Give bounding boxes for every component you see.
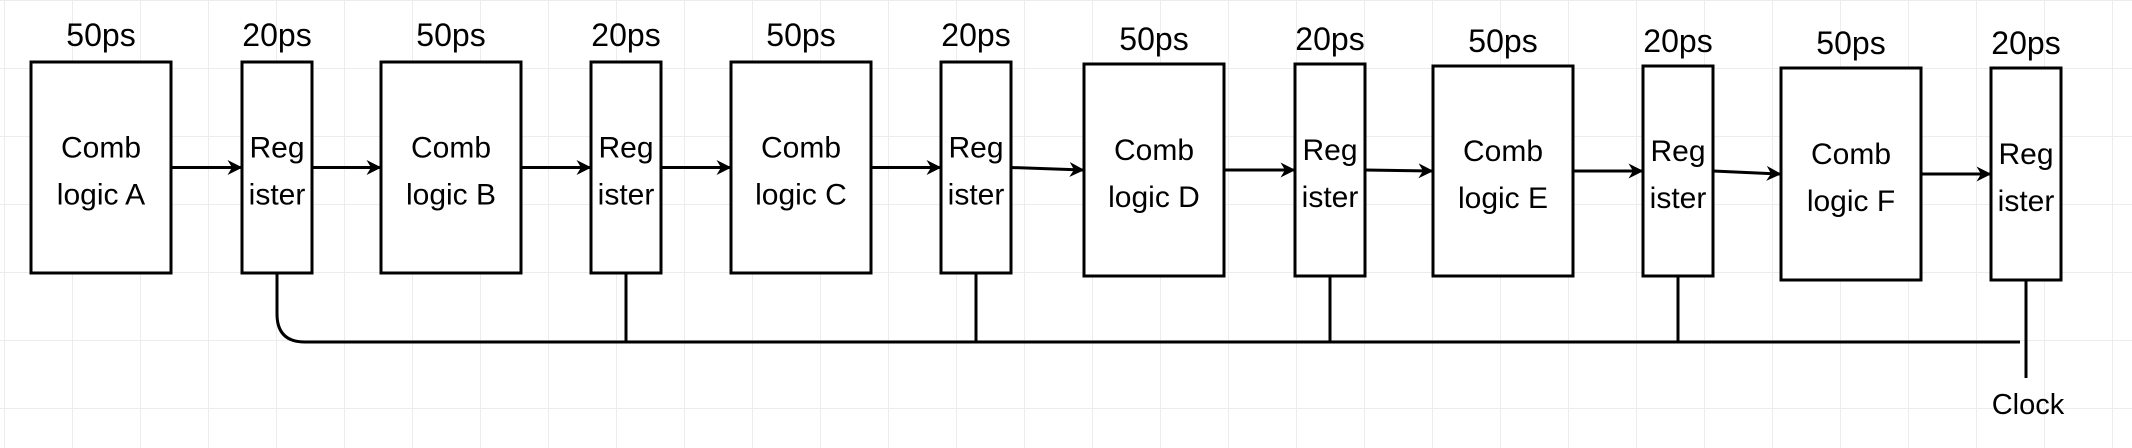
- register-4-box: [1293, 62, 1367, 278]
- register-1-label-line2: ister: [249, 179, 306, 212]
- register-4-label-line1: Reg: [1302, 134, 1357, 167]
- comb-logic-a-label-line2: logic A: [57, 179, 145, 212]
- comb-logic-e-label-line2: logic E: [1458, 182, 1548, 215]
- comb-logic-a-label-line1: Comb: [61, 132, 141, 165]
- register-3-label-line1: Reg: [948, 132, 1003, 165]
- register-6-delay: 20ps: [1991, 25, 2060, 61]
- comb-logic-d: Comb logic D 50ps: [1082, 21, 1226, 278]
- register-6: Reg ister 20ps: [1989, 25, 2063, 282]
- comb-logic-f-label-line1: Comb: [1811, 138, 1891, 171]
- comb-logic-b-label-line1: Comb: [411, 132, 491, 165]
- register-3: Reg ister 20ps: [939, 17, 1013, 275]
- comb-logic-f-box: [1779, 66, 1923, 282]
- arrow-register-5-to-logic-f: [1712, 165, 1782, 181]
- register-4-delay: 20ps: [1295, 21, 1364, 57]
- comb-logic-b: Comb logic B 50ps: [379, 17, 523, 275]
- register-3-box: [939, 60, 1013, 275]
- comb-logic-e-delay: 50ps: [1468, 23, 1537, 59]
- clock-tap-register-1: [275, 273, 306, 344]
- comb-logic-e-label-line1: Comb: [1463, 135, 1543, 168]
- register-1: Reg ister 20ps: [240, 17, 314, 275]
- comb-logic-e-box: [1431, 64, 1575, 278]
- comb-logic-b-box: [379, 60, 523, 275]
- register-3-label-line2: ister: [948, 179, 1005, 212]
- register-6-box: [1989, 66, 2063, 282]
- comb-logic-b-delay: 50ps: [416, 17, 485, 53]
- comb-logic-c-box: [729, 60, 873, 275]
- comb-logic-f: Comb logic F 50ps: [1779, 25, 1923, 282]
- comb-logic-a-delay: 50ps: [66, 17, 135, 53]
- register-4: Reg ister 20ps: [1293, 21, 1367, 278]
- register-6-label-line2: ister: [1998, 185, 2055, 218]
- register-2-box: [589, 60, 663, 275]
- comb-logic-e: Comb logic E 50ps: [1431, 23, 1575, 278]
- register-2-label-line2: ister: [598, 179, 655, 212]
- register-2: Reg ister 20ps: [589, 17, 663, 275]
- register-5-delay: 20ps: [1643, 23, 1712, 59]
- comb-logic-a: Comb logic A 50ps: [29, 17, 173, 275]
- comb-logic-c-label-line2: logic C: [755, 179, 847, 212]
- register-2-delay: 20ps: [591, 17, 660, 53]
- comb-logic-f-label-line2: logic F: [1807, 185, 1895, 218]
- register-5-label-line1: Reg: [1650, 135, 1705, 168]
- arrow-register-4-to-logic-e: [1364, 163, 1434, 179]
- comb-logic-d-label-line2: logic D: [1108, 181, 1200, 214]
- comb-logic-d-delay: 50ps: [1119, 21, 1188, 57]
- comb-logic-f-delay: 50ps: [1816, 25, 1885, 61]
- register-6-label-line1: Reg: [1998, 138, 2053, 171]
- comb-logic-c-label-line1: Comb: [761, 132, 841, 165]
- register-1-box: [240, 60, 314, 275]
- clock-label: Clock: [1992, 389, 2065, 421]
- register-5-label-line2: ister: [1650, 182, 1707, 215]
- wires-layer: [171, 160, 2028, 378]
- register-3-delay: 20ps: [941, 17, 1010, 53]
- comb-logic-c-delay: 50ps: [766, 17, 835, 53]
- comb-logic-d-label-line1: Comb: [1114, 134, 1194, 167]
- comb-logic-b-label-line2: logic B: [406, 179, 496, 212]
- register-5-box: [1641, 64, 1715, 278]
- register-2-label-line1: Reg: [598, 132, 653, 165]
- comb-logic-d-box: [1082, 62, 1226, 278]
- register-1-delay: 20ps: [242, 17, 311, 53]
- arrow-register-3-to-logic-d: [1010, 162, 1085, 178]
- comb-logic-c: Comb logic C 50ps: [729, 17, 873, 275]
- comb-logic-a-box: [29, 60, 173, 275]
- register-4-label-line2: ister: [1302, 181, 1359, 214]
- register-1-label-line1: Reg: [249, 132, 304, 165]
- register-5: Reg ister 20ps: [1641, 23, 1715, 278]
